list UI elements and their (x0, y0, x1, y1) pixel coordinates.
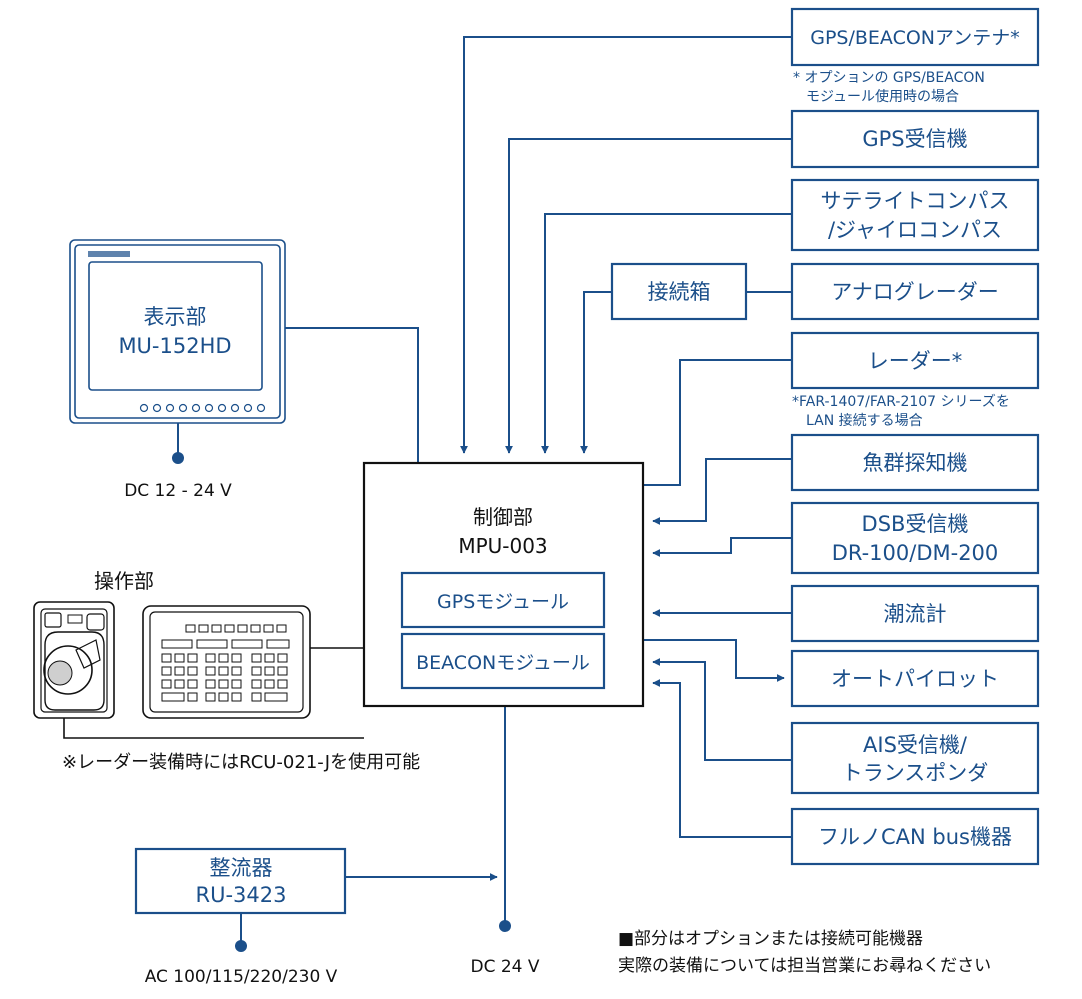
line-autopilot (643, 639, 785, 682)
control-power-terminal (499, 920, 511, 932)
line-controller (63, 718, 364, 739)
line-display (285, 327, 419, 462)
fish-finder-box (790, 433, 1040, 492)
line-dsb-receiver (652, 537, 792, 557)
rectifier-box (134, 847, 347, 915)
analog-radar-label: アナログレーダー (831, 280, 999, 304)
ais-label-1: AIS受信機/ (863, 733, 968, 757)
dsb-receiver-label-2: DR-100/DM-200 (832, 541, 999, 565)
gps-module-box (400, 571, 606, 629)
ais-label-2: トランスポンダ (842, 761, 989, 785)
remote-controller-icon (33, 601, 115, 719)
gps-beacon-antenna-box (790, 7, 1040, 67)
gps-module-label: GPSモジュール (437, 591, 569, 613)
furuno-logo (88, 251, 130, 257)
radar-box (790, 331, 1040, 390)
autopilot-box (790, 649, 1040, 708)
line-gps-receiver (505, 138, 792, 454)
legend-line-1: ■部分はオプションまたは接続可能機器 (618, 929, 923, 949)
rectifier-model: RU-3423 (196, 883, 287, 907)
display-unit: 表示部 MU-152HD (69, 239, 286, 424)
operation-title: 操作部 (94, 569, 154, 593)
operation-note: ※レーダー装備時にはRCU-021-Jを使用可能 (62, 752, 420, 773)
legend-line-2: 実際の装備については担当営業にお尋ねください (618, 956, 991, 976)
fish-finder-label: 魚群探知機 (863, 451, 968, 475)
display-model: MU-152HD (118, 334, 231, 358)
radar-note-1: *FAR-1407/FAR-2107 シリーズを (792, 394, 1010, 410)
line-gps-beacon-antenna (460, 36, 792, 454)
gps-receiver-box (790, 109, 1040, 169)
autopilot-label: オートパイロット (831, 667, 999, 691)
satellite-compass-label-1: サテライトコンパス (821, 189, 1010, 213)
keyboard-icon (142, 605, 311, 719)
line-fish-finder (652, 458, 792, 525)
display-buttons (139, 403, 266, 413)
dsb-receiver-box (790, 501, 1040, 575)
beacon-module-box (400, 632, 606, 690)
satellite-compass-box (790, 178, 1040, 252)
junction-box (610, 262, 748, 321)
rectifier-title: 整流器 (210, 856, 273, 880)
current-meter-box (790, 584, 1040, 643)
control-power-label: DC 24 V (470, 957, 539, 977)
control-unit-model: MPU-003 (458, 534, 547, 558)
display-power-terminal (172, 452, 184, 464)
gps-beacon-note-1: * オプションの GPS/BEACON (793, 70, 985, 86)
control-unit-title: 制御部 (473, 505, 533, 529)
current-meter-label: 潮流計 (884, 602, 947, 626)
radar-note-2: LAN 接続する場合 (806, 412, 923, 429)
can-bus-box (790, 807, 1040, 866)
gps-receiver-label: GPS受信機 (862, 127, 967, 151)
junction-box-label: 接続箱 (648, 280, 711, 304)
satellite-compass-label-2: /ジャイロコンパス (828, 218, 1002, 242)
gps-beacon-antenna-label: GPS/BEACONアンテナ* (810, 27, 1020, 49)
display-power-label: DC 12 - 24 V (124, 481, 232, 501)
gps-beacon-note-2: モジュール使用時の場合 (806, 88, 959, 105)
line-radar (643, 359, 792, 486)
rectifier-power-label: AC 100/115/220/230 V (145, 967, 338, 987)
can-bus-label: フルノCAN bus機器 (818, 825, 1012, 849)
line-ais (652, 658, 792, 761)
rectifier-power-terminal (235, 940, 247, 952)
dsb-receiver-label-1: DSB受信機 (862, 512, 969, 536)
line-satellite-compass (541, 213, 792, 454)
ais-box (790, 721, 1040, 795)
radar-label: レーダー* (868, 349, 963, 373)
beacon-module-label: BEACONモジュール (416, 652, 590, 674)
line-can-bus (652, 679, 792, 838)
display-title: 表示部 (144, 305, 207, 329)
analog-radar-box (790, 262, 1040, 321)
line-junction-box (580, 291, 612, 454)
